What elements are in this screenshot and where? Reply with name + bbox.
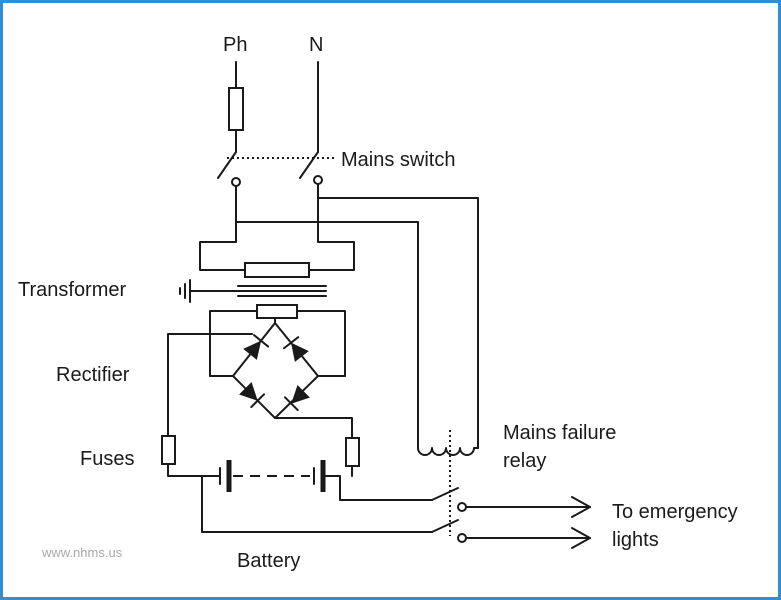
diode-icon: [283, 385, 310, 412]
diode-icon: [243, 334, 270, 360]
secondary-winding: [256, 304, 298, 319]
lights-label: lights: [612, 529, 659, 551]
mains-failure-relay: [417, 430, 591, 549]
earth-icon: [179, 279, 191, 303]
phase-label: Ph: [223, 34, 247, 56]
neutral-label: N: [309, 34, 323, 56]
rectifier-bridge: [167, 317, 353, 439]
battery-circuit: [161, 435, 433, 533]
neutral-line: [299, 61, 323, 224]
diode-icon: [239, 382, 266, 409]
rectifier-label: Rectifier: [56, 364, 130, 386]
relay-feed-wires: [235, 197, 479, 449]
watermark: www.nhms.us: [41, 545, 123, 560]
emergency-label: To emergency: [612, 501, 738, 523]
phase-fuse: [228, 87, 244, 131]
relay-contact-lower: [431, 519, 459, 533]
phase-switch-contact: [231, 177, 241, 187]
neutral-switch-contact: [313, 175, 323, 185]
battery-fuse-left: [161, 435, 176, 465]
relay-contact-upper: [431, 487, 459, 501]
battery-label: Battery: [237, 550, 300, 572]
phase-line: [217, 61, 244, 224]
diode-icon: [282, 336, 309, 362]
relay-label: relay: [503, 450, 546, 472]
battery-fuse-right: [345, 437, 360, 467]
transformer: [179, 222, 355, 377]
transformer-label: Transformer: [18, 279, 127, 301]
phase-switch-blade: [217, 151, 237, 179]
neutral-switch-blade: [299, 151, 319, 179]
relay-coil: [417, 447, 479, 456]
fuses-label: Fuses: [80, 448, 134, 470]
mains-failure-label: Mains failure: [503, 422, 616, 444]
mains-switch-label: Mains switch: [341, 149, 455, 171]
primary-winding: [244, 262, 310, 278]
